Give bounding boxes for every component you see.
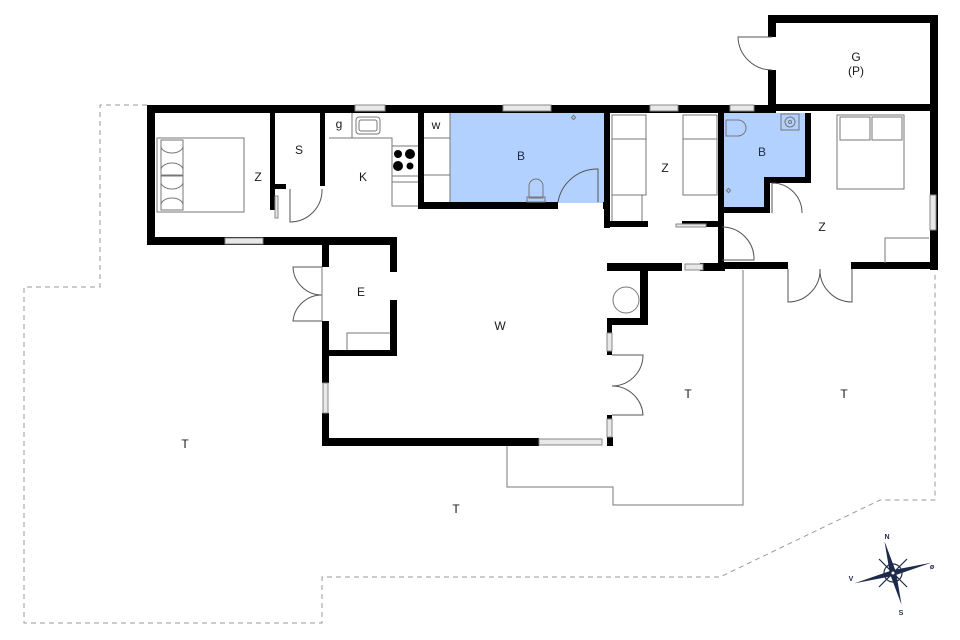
room-label-kitchen: K xyxy=(359,170,367,184)
room-label-terrace-2: T xyxy=(840,387,848,401)
fixtures xyxy=(156,113,929,350)
room-label-garage-sub: (P) xyxy=(848,64,864,78)
room-label-garage: G xyxy=(851,50,860,64)
compass-north: N xyxy=(884,534,889,541)
room-label-storage: S xyxy=(295,143,303,157)
room-label-bathroom-1: B xyxy=(517,149,525,163)
room-label-utility-w: w xyxy=(431,118,441,132)
room-label-terrace-3: T xyxy=(181,437,189,451)
compass-south: S xyxy=(899,610,904,617)
room-label-terrace-1: T xyxy=(684,387,692,401)
room-label-bedroom-3: Z xyxy=(818,220,825,234)
room-label-bedroom-2: Z xyxy=(661,161,668,175)
compass-icon: N S ø V xyxy=(849,534,935,617)
site-boundary xyxy=(23,104,936,624)
room-labels: Z S K g w B Z B Z E W T T T T G (P) xyxy=(181,50,864,516)
compass-west: V xyxy=(849,576,854,583)
terrace-outlines xyxy=(506,270,744,506)
room-label-bedroom-1: Z xyxy=(254,170,261,184)
doors xyxy=(289,36,853,416)
windows xyxy=(224,104,937,446)
room-label-kitchen-g: g xyxy=(336,117,343,131)
room-label-terrace-4: T xyxy=(452,502,460,516)
room-label-bathroom-2: B xyxy=(758,145,766,159)
room-label-entrance: E xyxy=(357,285,365,299)
room-label-living: W xyxy=(494,319,506,333)
compass-east: ø xyxy=(930,564,935,571)
bathroom-fills xyxy=(450,113,806,210)
walls xyxy=(147,15,938,446)
